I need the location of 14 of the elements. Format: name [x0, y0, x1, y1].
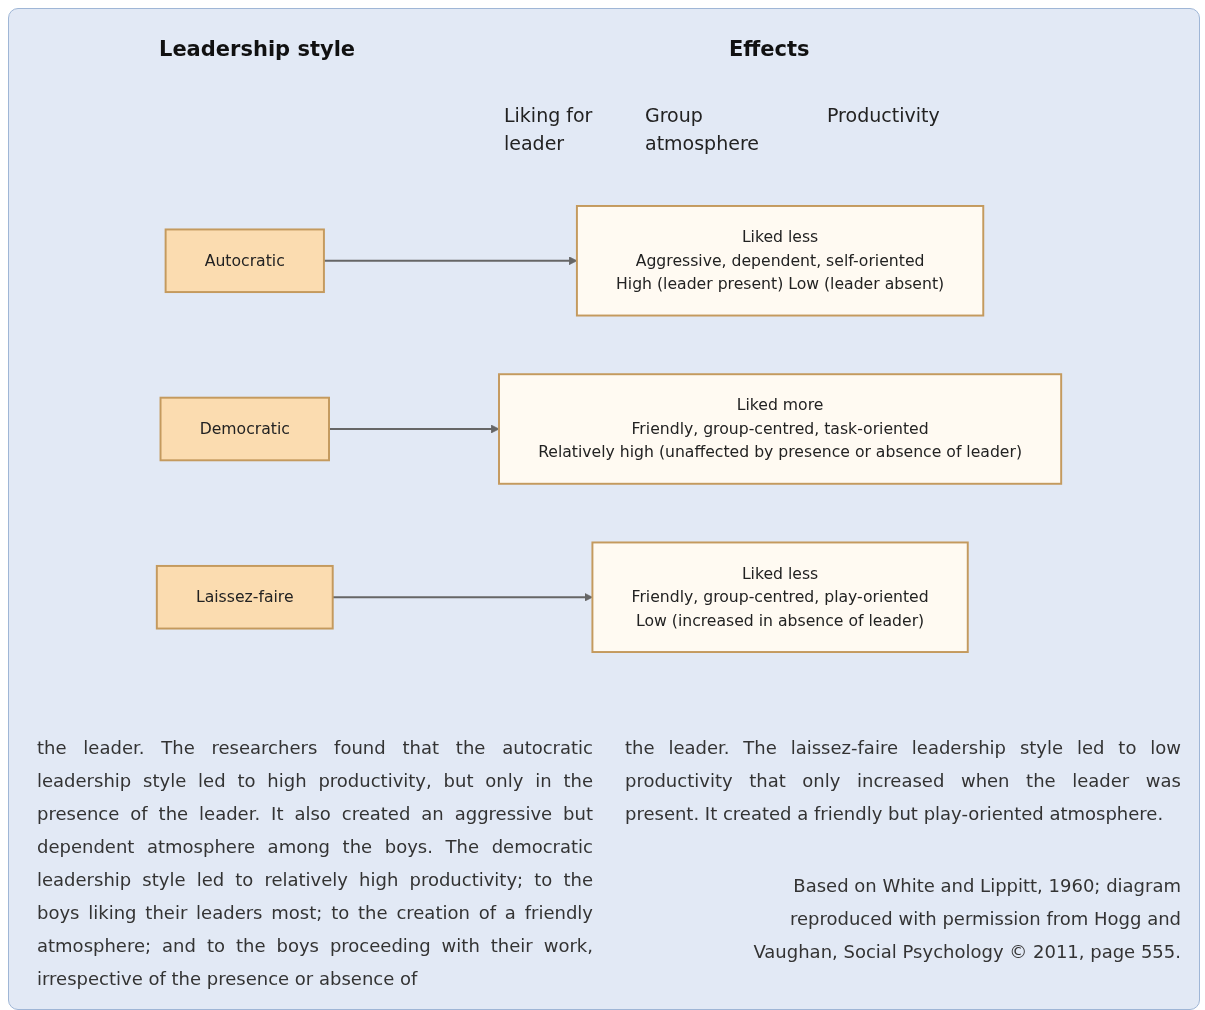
- column-heading: Effects: [729, 37, 810, 61]
- column-header: Liking for leader: [504, 103, 594, 156]
- node-box: Autocratic: [164, 228, 325, 294]
- column-header: Group atmosphere: [645, 103, 760, 156]
- body-paragraph: the leader. The researchers found that the autocratic leadership style led to high productivity, but only in the presence of the leader. It also created an aggressive but dependent atmosphere among the boys. The democratic leadership style led to relatively high productivity; to the boys liking their leaders most; to the creation of a friendly atmosphere; and to the boys proceeding with their work, irrespective of the presence or absence of: [37, 736, 593, 991]
- column-heading: Leadership style: [159, 37, 356, 61]
- node-box: Liked less Friendly, group-centred, play-oriented Low (increased in absence of leader): [591, 541, 969, 653]
- node-box: Liked less Aggressive, dependent, self-oriented High (leader present) Low (leader absent): [575, 205, 985, 317]
- node-box: Democratic: [159, 396, 330, 462]
- column-header: Productivity: [827, 103, 941, 128]
- node-box: Laissez-faire: [155, 564, 334, 630]
- body-paragraph: the leader. The laissez-faire leadership style led to low productivity that only increased when the leader was present. It created a friendly but play-oriented atmosphere.: [625, 736, 1181, 826]
- source-caption: Based on White and Lippitt, 1960; diagram reproduced with permission from Hogg and Vaughan, Social Psychology © 2011, page 555.: [752, 874, 1181, 964]
- node-box: Liked more Friendly, group-centred, task-oriented Relatively high (unaffected by presence or absence of leader): [498, 373, 1063, 485]
